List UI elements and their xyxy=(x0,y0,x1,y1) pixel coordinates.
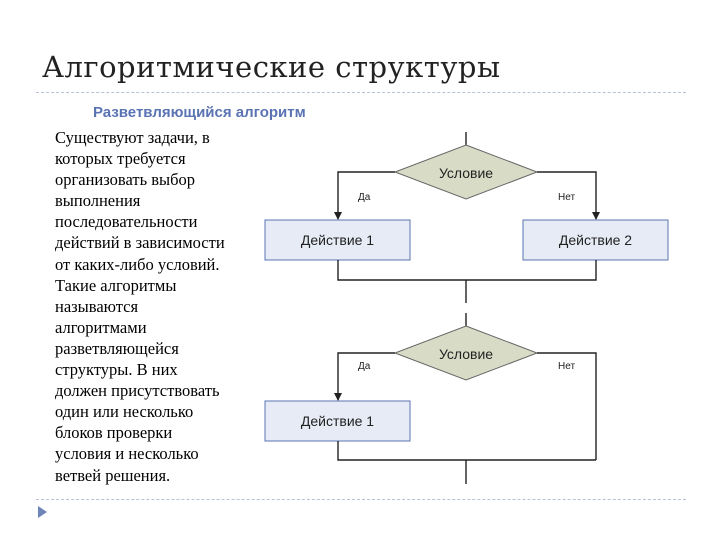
bullet-arrow-icon xyxy=(38,506,47,518)
condition-diamond-bottom xyxy=(393,325,539,381)
action-label-1-bottom: Действие 1 xyxy=(301,413,374,429)
title-divider xyxy=(36,92,686,93)
action-label-2-top: Действие 2 xyxy=(559,232,632,248)
body-line: должен присутствовать xyxy=(55,381,220,401)
body-line: разветвляющейся xyxy=(55,338,179,358)
action-box-2-top xyxy=(522,219,669,261)
no-label-top: Нет xyxy=(558,192,575,203)
body-line: алгоритмами xyxy=(55,317,147,337)
slide-title: Алгоритмические структуры xyxy=(42,50,501,84)
body-line: выполнения xyxy=(55,191,141,211)
action-box-1-bottom xyxy=(264,400,411,442)
no-branch-line-bottom xyxy=(537,352,597,460)
merge-line-bottom xyxy=(337,441,596,461)
body-line: которых требуется xyxy=(55,149,186,169)
body-line: Существуют задачи, в xyxy=(55,128,210,147)
body-line: организовать выбор xyxy=(55,170,196,190)
body-line: один или несколько xyxy=(55,402,194,422)
body-line: действий в зависимости xyxy=(55,233,225,253)
condition-label-bottom: Условие xyxy=(439,346,493,362)
condition-label-top: Условие xyxy=(439,165,493,181)
subtitle: Разветвляющийся алгоритм xyxy=(93,104,306,121)
yes-label-top: Да xyxy=(358,192,371,203)
merge-line-top xyxy=(337,260,597,281)
body-line: Такие алгоритмы xyxy=(55,275,177,295)
body-line: ветвей решения. xyxy=(55,465,171,485)
body-paragraph: Существуют задачи, в которых требуется о… xyxy=(55,127,255,486)
body-line: структуры. В них xyxy=(55,360,178,380)
no-branch-arrow-top xyxy=(537,171,600,220)
action-label-1-top: Действие 1 xyxy=(301,232,374,248)
body-line: от каких-либо условий. xyxy=(55,254,220,274)
body-line: называются xyxy=(55,296,139,316)
yes-branch-arrow-top xyxy=(334,171,395,220)
condition-diamond-top xyxy=(393,144,539,200)
body-line: последовательности xyxy=(55,212,198,232)
body-line: условия и несколько xyxy=(55,444,199,464)
body-line: блоков проверки xyxy=(55,423,173,443)
footer-divider xyxy=(36,499,686,500)
yes-branch-arrow-bottom xyxy=(334,352,395,401)
action-box-1-top xyxy=(264,219,411,261)
no-label-bottom: Нет xyxy=(558,361,575,372)
yes-label-bottom: Да xyxy=(358,361,371,372)
